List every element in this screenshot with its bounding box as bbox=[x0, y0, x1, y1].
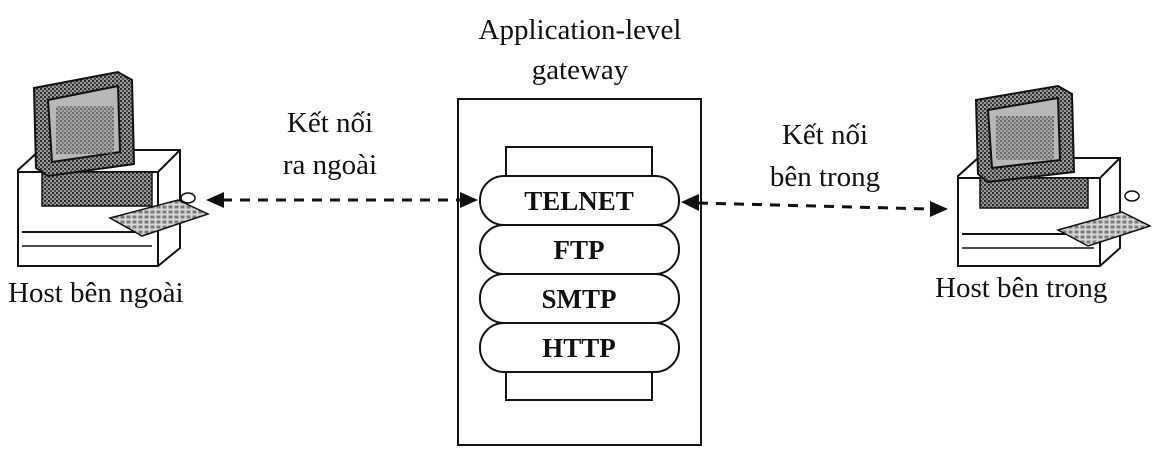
protocol-label-http: HTTP bbox=[542, 333, 616, 363]
protocol-label-smtp: SMTP bbox=[541, 284, 616, 314]
internal-host-computer-icon bbox=[957, 84, 1152, 267]
inbound-connection-label: Kết nối bên trong bbox=[745, 114, 905, 198]
gateway-box: TELNET FTP SMTP HTTP bbox=[457, 98, 702, 446]
gateway-title-line2: gateway bbox=[531, 54, 629, 86]
inbound-connection-line2: bên trong bbox=[769, 161, 881, 193]
inbound-connection-line1: Kết nối bbox=[781, 119, 869, 151]
gateway-title: Application-level gateway bbox=[440, 10, 720, 90]
outbound-connection-arrow bbox=[206, 192, 478, 208]
protocol-label-ftp: FTP bbox=[554, 235, 605, 265]
outbound-connection-label: Kết nối ra ngoài bbox=[255, 102, 405, 186]
outbound-connection-line2: ra ngoài bbox=[282, 149, 378, 181]
gateway-title-line1: Application-level bbox=[478, 14, 682, 46]
inbound-connection-arrow bbox=[681, 194, 948, 217]
protocol-label-telnet: TELNET bbox=[524, 186, 634, 216]
internal-host-label: Host bên trong bbox=[935, 272, 1108, 304]
stack-cap-bottom bbox=[505, 369, 653, 401]
external-host-label: Host bên ngoài bbox=[8, 277, 184, 309]
stack-cap-top bbox=[505, 146, 653, 178]
external-host-computer-icon bbox=[17, 70, 211, 267]
outbound-connection-line1: Kết nối bbox=[286, 107, 374, 139]
protocol-pill-http bbox=[479, 322, 680, 373]
